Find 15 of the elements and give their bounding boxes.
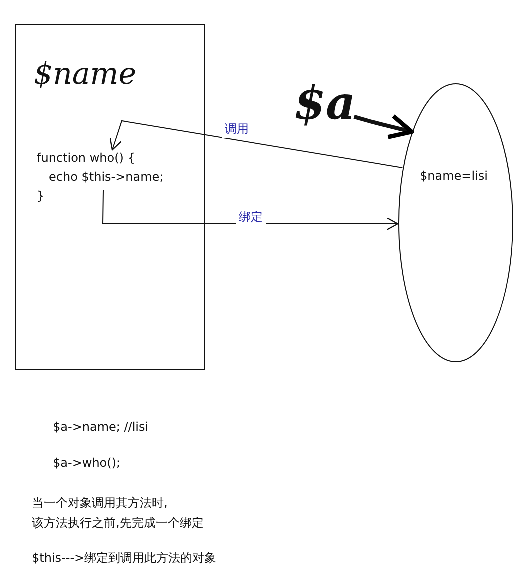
code-line: $a->name; //lisi [53, 420, 149, 434]
code-line: echo $this->name; [49, 170, 164, 184]
code-line: $a->who(); [53, 456, 121, 470]
code-line: function who() { [37, 151, 136, 165]
edge-label: 绑定 [236, 209, 266, 226]
arrow [354, 114, 414, 140]
arrow [102, 190, 399, 231]
object-property: $name=lisi [420, 169, 488, 183]
code-line: } [37, 189, 45, 203]
handwritten-label: $a [294, 76, 356, 130]
handwritten-label: $name [34, 57, 136, 92]
note-text: 当一个对象调用其方法时,该方法执行之前,先完成一个绑定 [32, 495, 204, 532]
arrow [110, 120, 404, 168]
note-text: $this--->绑定到调用此方法的对象 [32, 550, 217, 567]
variable-box [15, 24, 205, 370]
